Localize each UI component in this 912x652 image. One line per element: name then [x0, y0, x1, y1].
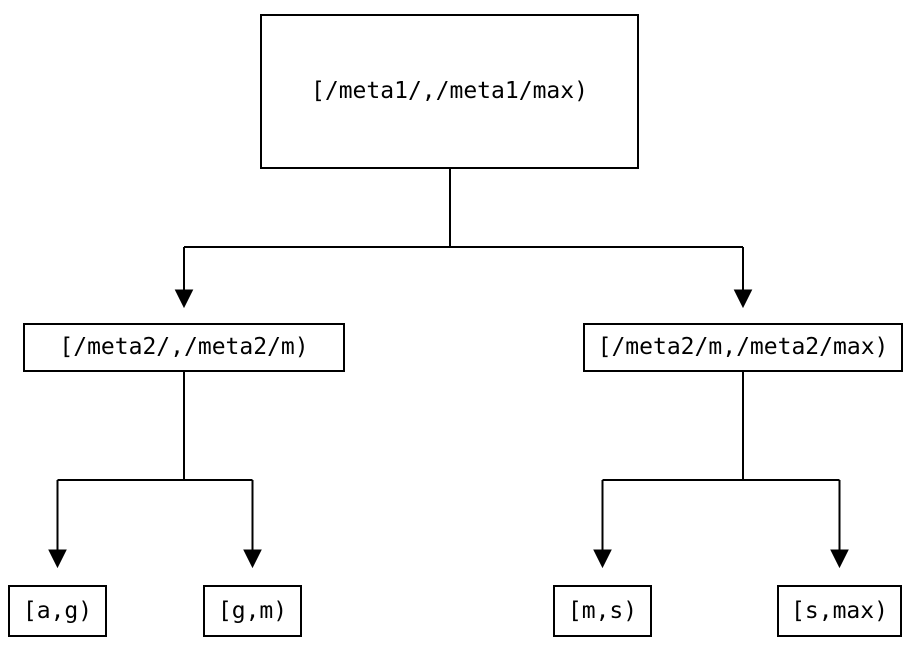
node-right-child: [/meta2/m,/meta2/max)	[583, 323, 903, 372]
leaf-node-gm-label: [g,m)	[217, 597, 288, 624]
arrowhead-down-icon	[243, 549, 262, 569]
leaf-node-ag: [a,g)	[8, 585, 107, 637]
node-left-child: [/meta2/,/meta2/m)	[23, 323, 345, 372]
arrowhead-down-icon	[733, 289, 753, 309]
leaf-node-ms: [m,s)	[553, 585, 652, 637]
node-right-child-label: [/meta2/m,/meta2/max)	[597, 334, 889, 360]
arrowhead-down-icon	[830, 549, 849, 569]
node-root-label: [/meta1/,/meta1/max)	[311, 78, 588, 104]
arrowhead-down-icon	[48, 549, 67, 569]
edge-left-to-leaves	[56, 372, 254, 550]
leaf-node-ag-label: [a,g)	[22, 597, 93, 624]
edge-right-to-leaves	[601, 372, 841, 550]
node-left-child-label: [/meta2/,/meta2/m)	[59, 334, 309, 360]
node-root: [/meta1/,/meta1/max)	[260, 14, 639, 169]
leaf-node-smax-label: [s,max)	[791, 597, 888, 624]
arrowhead-down-icon	[593, 549, 612, 569]
edge-root-to-children	[183, 169, 744, 290]
arrowhead-down-icon	[174, 289, 194, 309]
leaf-node-ms-label: [m,s)	[567, 597, 638, 624]
leaf-node-smax: [s,max)	[777, 585, 902, 637]
leaf-node-gm: [g,m)	[203, 585, 302, 637]
